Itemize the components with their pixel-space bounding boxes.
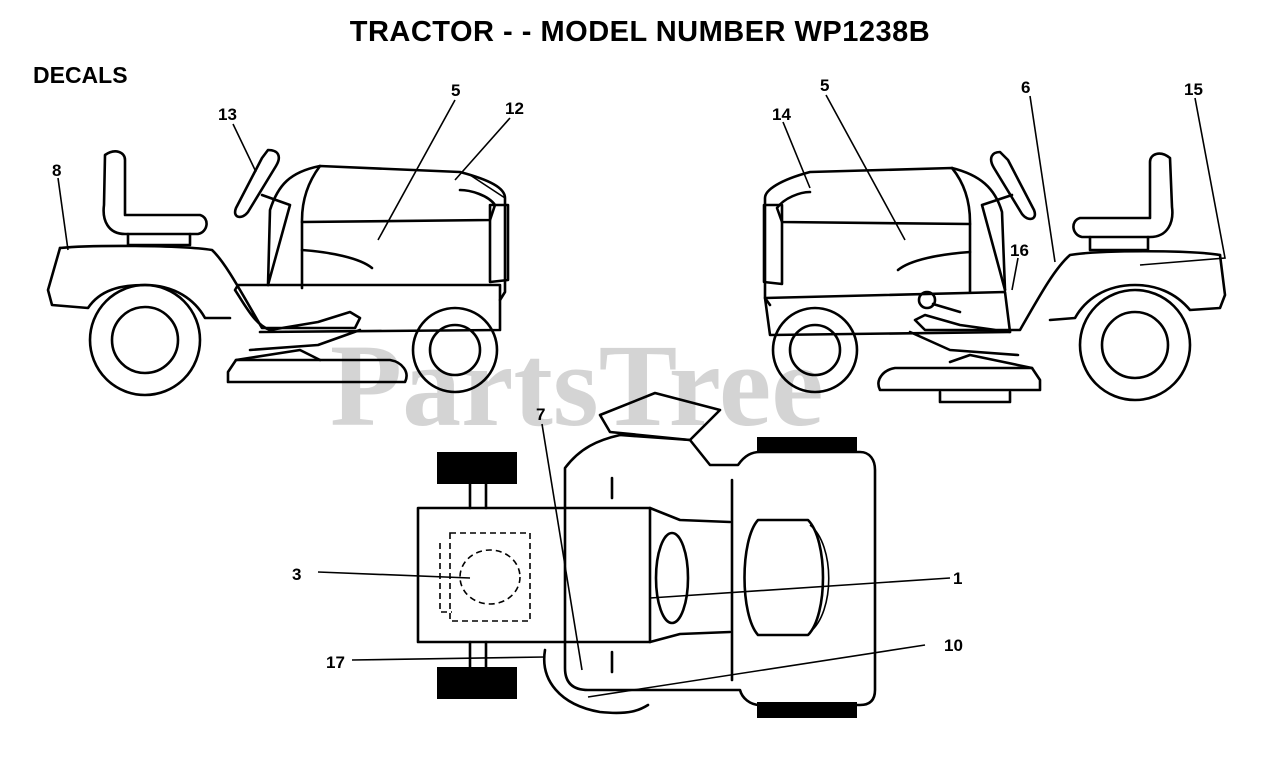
callout-14: 14 [772,105,791,124]
callout-7: 7 [536,405,545,424]
watermark: PartsTree [330,320,824,451]
page-title: TRACTOR - - MODEL NUMBER WP1238B [349,16,931,48]
callout-16: 16 [1010,241,1029,260]
tractor-left-side-view [46,148,510,397]
callout-10: 10 [944,636,963,655]
section-label: DECALS [33,62,128,88]
callout-6: 6 [1021,78,1030,97]
callout-15: 15 [1184,80,1203,99]
leader-lines [57,94,1226,698]
callout-17: 17 [326,653,345,672]
callout-13-left: 13 [218,105,237,124]
callout-labels: 8 13 5 12 14 5 6 15 16 7 3 1 10 17 [52,76,1203,672]
callout-5-left: 5 [451,81,460,100]
callout-3: 3 [292,565,301,584]
callout-5-right: 5 [820,76,829,95]
tractor-top-view [416,391,877,718]
callout-12: 12 [505,99,524,118]
tire-front-left [757,437,857,453]
tire-top-right [437,667,517,699]
callout-8: 8 [52,161,61,180]
callout-1: 1 [953,569,962,588]
tire-top-left [437,452,517,484]
tractor-right-side-view [762,150,1227,404]
